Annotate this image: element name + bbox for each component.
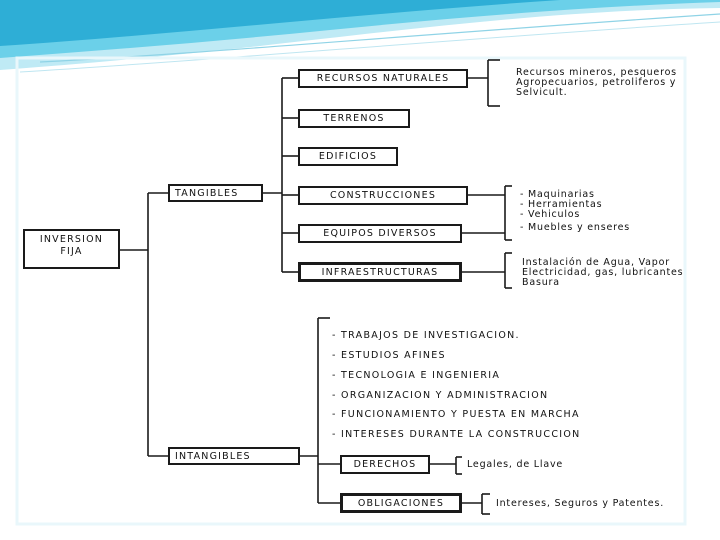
header-wave-dark (0, 0, 560, 46)
intangible-item: - TRABAJOS DE INVESTIGACION. (332, 330, 520, 341)
note-line: Electricidad, gas, lubricantes (522, 267, 684, 278)
note-infraestructuras: Instalación de Agua, Vapor Electricidad,… (522, 258, 683, 288)
note-derechos: Legales, de Llave (467, 459, 564, 470)
root-line-1: INVERSION (39, 234, 104, 245)
intangible-item: - ORGANIZACION Y ADMINISTRACION (332, 390, 549, 401)
item-infraestructuras: INFRAESTRUCTURAS (298, 262, 462, 282)
item-recursos-naturales: RECURSOS NATURALES (298, 69, 468, 88)
note-line: Selvicult. (516, 87, 568, 98)
root-inversion-fija: INVERSION FIJA (23, 229, 120, 269)
group-intangibles: INTANGIBLES (168, 447, 300, 465)
slide-frame (15, 56, 687, 526)
intangible-item: - ESTUDIOS AFINES (332, 350, 446, 361)
item-edificios: EDIFICIOS (298, 147, 398, 166)
note-line: Agropecuarios, petroliferos y (516, 77, 677, 88)
note-line: Instalación de Agua, Vapor (522, 257, 670, 268)
item-equipos-diversos: EQUIPOS DIVERSOS (298, 224, 462, 243)
item-construcciones: CONSTRUCCIONES (298, 186, 468, 205)
intangible-item: - INTERESES DURANTE LA CONSTRUCCION (332, 429, 581, 440)
box-obligaciones: OBLIGACIONES (340, 493, 462, 513)
intangible-item: - TECNOLOGIA E INGENIERIA (332, 370, 501, 381)
group-tangibles: TANGIBLES (168, 184, 263, 202)
note-line: - Muebles y enseres (520, 222, 630, 233)
header-wave-line (19, 21, 720, 73)
note-line: Recursos mineros, pesqueros (516, 67, 677, 78)
note-line: - Maquinarias (520, 189, 595, 200)
intangible-item: - FUNCIONAMIENTO Y PUESTA EN MARCHA (332, 409, 580, 420)
note-line: - Vehiculos (520, 209, 581, 220)
item-terrenos: TERRENOS (298, 109, 410, 128)
root-line-2: FIJA (60, 246, 83, 257)
note-equipos: - Maquinarias - Herramientas - Vehiculos… (520, 190, 630, 233)
box-derechos: DERECHOS (340, 455, 430, 474)
note-line: Basura (522, 277, 560, 288)
note-obligaciones: Intereses, Seguros y Patentes. (496, 498, 665, 509)
note-recursos: Recursos mineros, pesqueros Agropecuario… (516, 68, 677, 98)
note-line: - Herramientas (520, 199, 603, 210)
